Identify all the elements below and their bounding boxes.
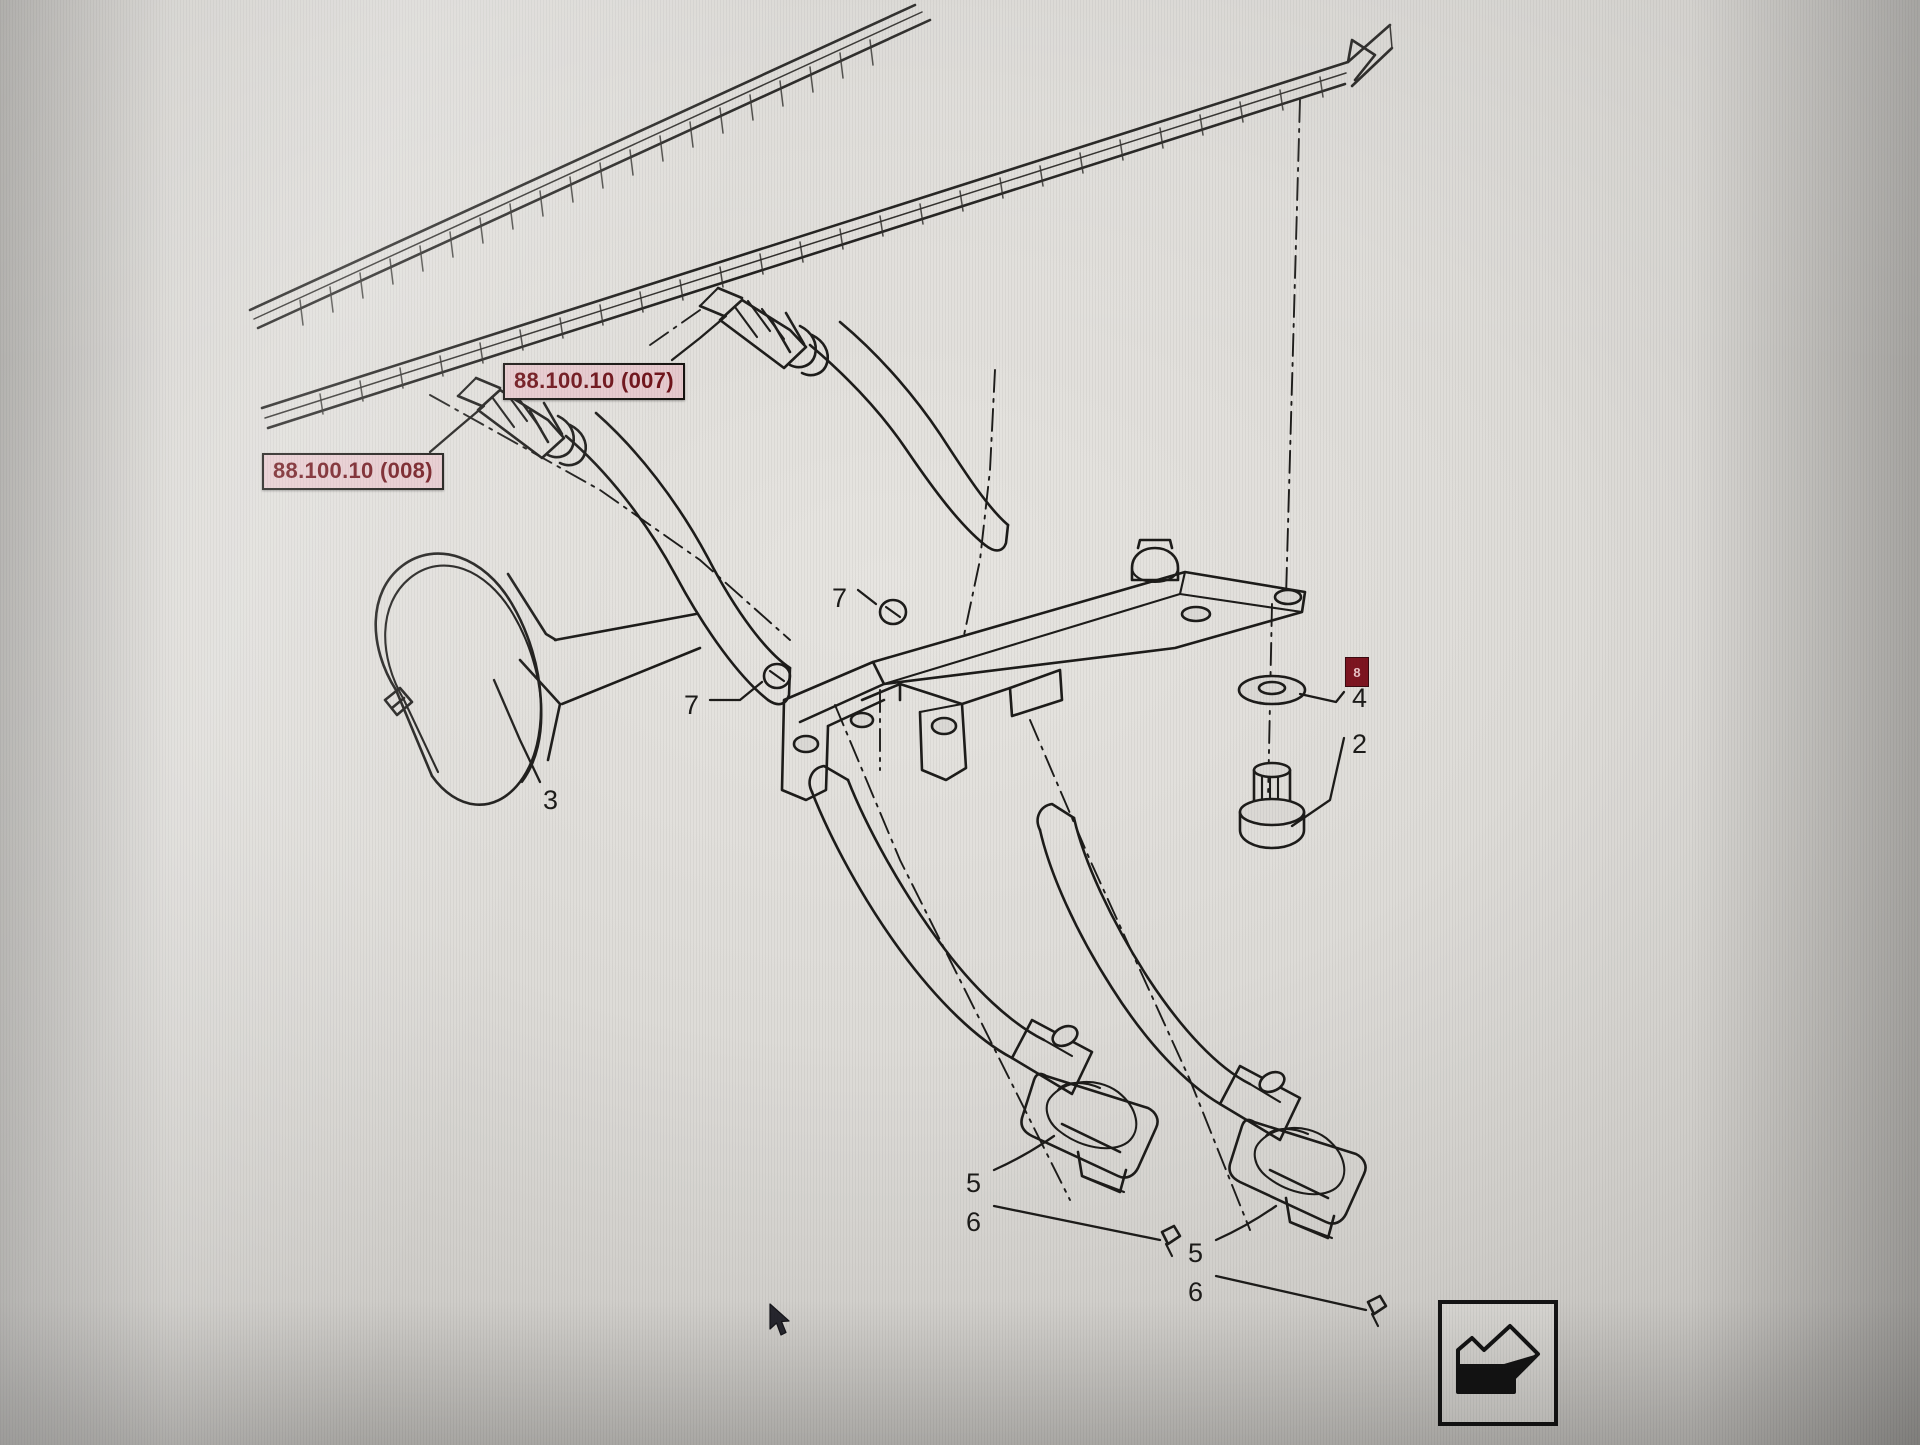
hydraulic-hose-upper-left bbox=[428, 376, 792, 706]
arrow-glyph bbox=[1456, 1324, 1540, 1394]
washer bbox=[1237, 674, 1346, 706]
highlight-marker-item-8[interactable]: 8 bbox=[1345, 657, 1369, 687]
view-direction-arrow-icon bbox=[1438, 1300, 1558, 1426]
pin-rivet-a bbox=[856, 588, 908, 626]
bolt bbox=[1238, 736, 1346, 850]
cable-tie bbox=[374, 552, 543, 806]
pin-rivet-b bbox=[708, 662, 792, 702]
quick-coupler-left bbox=[808, 764, 1182, 1258]
reference-label-008[interactable]: 88.100.10 (008) bbox=[262, 453, 444, 490]
cab-roof-rail bbox=[248, 3, 1394, 430]
quick-coupler-right bbox=[1036, 802, 1388, 1328]
mounting-bracket-plate bbox=[780, 538, 1307, 802]
hidden-edge-guides bbox=[506, 572, 702, 762]
hydraulic-hose-upper-right bbox=[670, 286, 1010, 552]
reference-label-007[interactable]: 88.100.10 (007) bbox=[503, 363, 685, 400]
